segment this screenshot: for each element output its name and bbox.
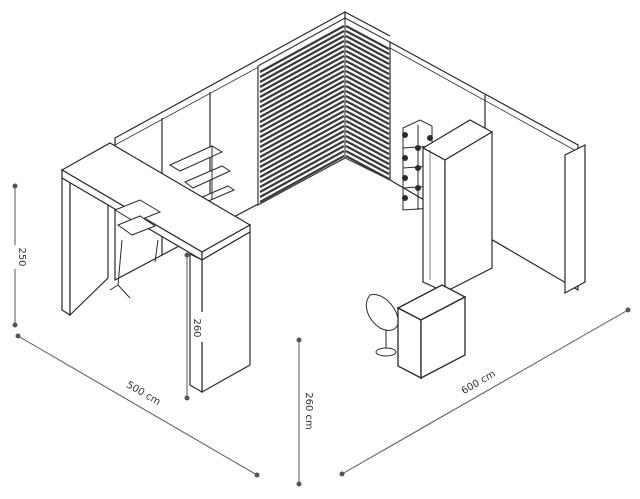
slat-line: [259, 145, 345, 193]
bar-counter: [60, 142, 252, 394]
slat-line: [345, 105, 390, 130]
slat-line: [259, 70, 345, 118]
slat-line: [259, 110, 345, 158]
slat-line: [345, 40, 390, 65]
slat-line: [345, 25, 390, 50]
slat-line: [259, 35, 345, 83]
slat-line: [345, 145, 390, 170]
slat-line: [345, 130, 390, 155]
slat-line: [345, 60, 390, 85]
slat-line: [259, 90, 345, 138]
info-counter: [396, 284, 467, 380]
dim-left-height: 250: [16, 247, 27, 266]
slat-line: [345, 90, 390, 115]
slat-line: [259, 60, 345, 108]
slatwall-panel-right: [344, 17, 391, 181]
slat-line: [345, 85, 390, 110]
slat-line: [345, 125, 390, 150]
slat-line: [345, 55, 390, 80]
slat-line: [259, 65, 345, 113]
slat-line: [345, 120, 390, 145]
slat-line: [259, 30, 345, 78]
slat-line: [259, 40, 345, 88]
slat-line: [259, 75, 345, 123]
slat-line: [345, 95, 390, 120]
slat-line: [259, 130, 345, 178]
slat-line: [259, 80, 345, 128]
slat-line: [345, 135, 390, 160]
slat-line: [345, 70, 390, 95]
slat-line: [345, 100, 390, 125]
slat-line: [259, 50, 345, 98]
slat-line: [259, 100, 345, 148]
slat-line: [259, 25, 345, 73]
slat-line: [345, 45, 390, 70]
slat-line: [345, 150, 390, 175]
right-end-panel: [564, 144, 586, 295]
slat-line: [345, 80, 390, 105]
slat-line: [345, 65, 390, 90]
swivel-chair: [365, 294, 399, 357]
slat-line: [345, 115, 390, 140]
slat-line: [345, 155, 390, 180]
slat-line: [259, 85, 345, 133]
dim-front-height: 260 cm: [303, 392, 314, 430]
slat-line: [345, 50, 390, 75]
slat-line: [345, 75, 390, 100]
dim-front-panel-height: 260: [191, 318, 202, 337]
wall-shelves: [168, 145, 236, 203]
slat-line: [259, 135, 345, 183]
slat-line: [259, 155, 345, 203]
dimension-labels: 250 260 500 cm 260 cm 600 cm: [9, 245, 504, 434]
slat-line: [345, 35, 390, 60]
slat-line: [345, 140, 390, 165]
slatwall-panel-left: [257, 17, 346, 206]
tall-column: [421, 119, 494, 293]
slat-line: [345, 30, 390, 55]
slat-line: [259, 115, 345, 163]
slat-line: [259, 95, 345, 143]
slat-line: [259, 105, 345, 153]
slat-line: [345, 110, 390, 135]
slat-line: [259, 120, 345, 168]
bar-stools: [109, 199, 162, 299]
slat-line: [259, 140, 345, 188]
slat-line: [259, 150, 345, 198]
slat-line: [259, 125, 345, 173]
slat-line: [259, 45, 345, 93]
slat-line: [259, 55, 345, 103]
